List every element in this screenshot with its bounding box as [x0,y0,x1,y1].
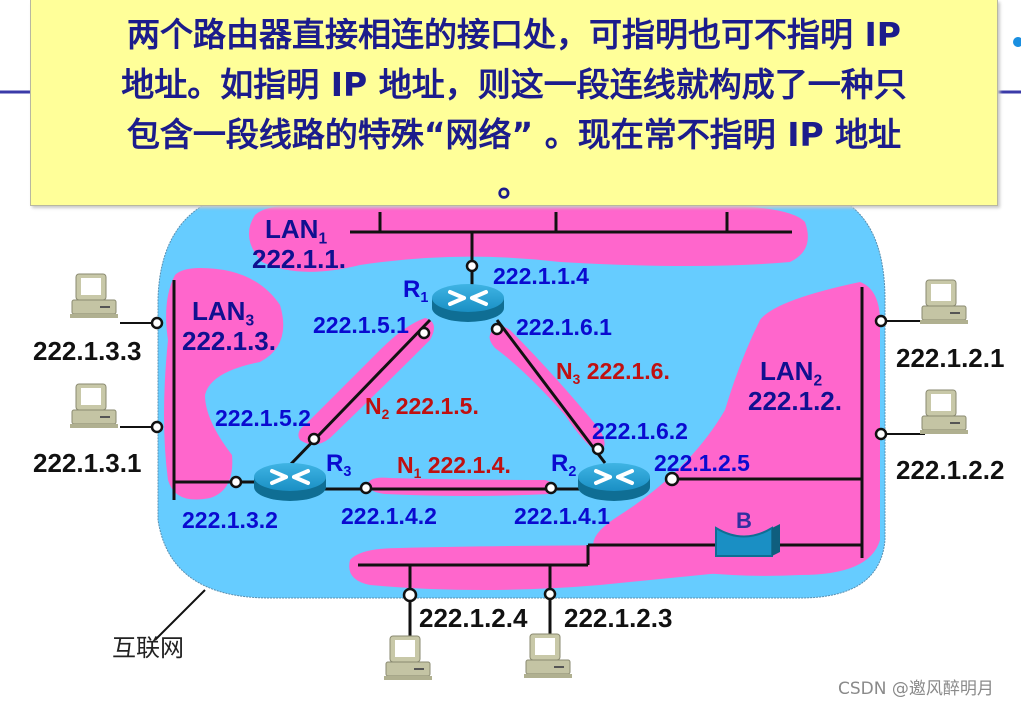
network-highlights [164,205,881,590]
lan2-label: LAN2 [760,356,823,390]
n1-label: N1 222.1.4. [397,452,511,481]
router-r1-icon [430,282,506,324]
lan1-highlight [248,205,808,272]
callout-line-3: 包含一段线路的特殊“网络” 。现在常不指明 IP 地址 [126,115,902,154]
lan3-prefix: 222.1.3. [182,326,276,356]
r1-if-lan1: 222.1.1.4 [493,263,589,289]
host-addr-3: 222.1.2.1 [896,343,1005,373]
router-r3-label: R3 [326,450,352,481]
n3-label: N3 222.1.6. [556,358,670,387]
bridge-icon [715,524,780,557]
callout-line-2: 地址。如指明 IP 地址，则这一段连线就构成了一种只 [121,65,907,104]
interface-dots [150,259,888,603]
router-r3-icon [252,461,328,503]
slide-bullet-icon [1013,37,1021,47]
host-pc-icon-2 [69,383,119,429]
lan2-bottom-highlight [349,545,820,590]
watermark: CSDN @邀风醉明月 [838,679,994,699]
router-r1-label: R1 [403,276,429,307]
callout-line-1: 两个路由器直接相连的接口处，可指明也可不指明 IP [127,15,901,54]
router-r2-icon [576,461,652,503]
lan3-highlight [164,268,284,500]
r3-if-n1: 222.1.4.2 [341,503,437,529]
r3-if-lan3: 222.1.3.2 [182,507,278,533]
bridge-label: B [736,508,752,533]
callout-line-4: 。 [497,165,531,204]
r3-if-n2: 222.1.5.2 [215,405,311,431]
n1-highlight [368,477,554,496]
internet-pointer [154,589,206,641]
host-addr-6: 222.1.2.3 [564,603,673,633]
lan2-prefix: 222.1.2. [748,386,842,416]
r2-if-n3: 222.1.6.2 [592,418,688,444]
host-addr-1: 222.1.3.3 [33,336,142,366]
host-pc-icon-5 [383,635,433,681]
internet-label: 互联网 [112,634,184,662]
lan2-highlight [593,282,881,576]
lan1-prefix: 222.1.1. [252,244,346,274]
r2-if-lan2: 222.1.2.5 [654,450,750,476]
lan1-label: LAN1 [265,214,328,248]
n3-highlight [489,326,605,452]
r2-if-n1: 222.1.4.1 [514,503,610,529]
explanation-callout: 两个路由器直接相连的接口处，可指明也可不指明 IP 地址。如指明 IP 地址，则… [30,0,998,206]
host-addr-5: 222.1.2.4 [419,603,528,633]
lan3-label: LAN3 [192,296,255,330]
n3-link [495,319,607,464]
host-pc-icon-3 [919,279,969,325]
r1-if-n2: 222.1.5.1 [313,312,409,338]
host-pc-icon-6 [523,633,573,679]
host-pc-icon-1 [69,273,119,319]
n2-label: N2 222.1.5. [365,393,479,422]
host-addr-4: 222.1.2.2 [896,455,1005,485]
host-addr-2: 222.1.3.1 [33,448,142,478]
host-pc-icon-4 [919,389,969,435]
router-r2-label: R2 [551,450,577,481]
r1-if-n3: 222.1.6.1 [516,314,612,340]
